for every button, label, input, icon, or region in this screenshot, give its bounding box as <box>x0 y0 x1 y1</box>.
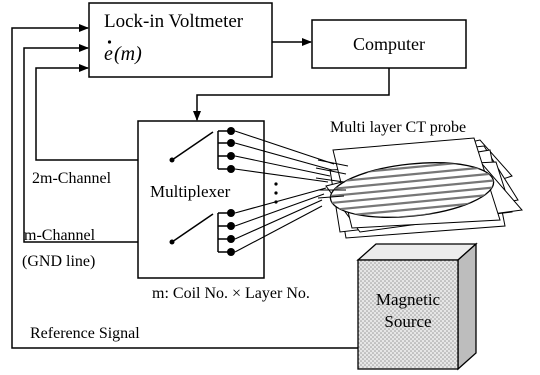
2m-channel-label: 2m-Channel <box>32 170 112 187</box>
upper-switch <box>171 131 214 161</box>
derivative-dot <box>107 40 112 44</box>
lower-switch <box>171 213 214 243</box>
magnetic-source-side <box>457 242 477 371</box>
2m-channel-line <box>35 64 173 161</box>
ellipsis-dot <box>274 191 278 195</box>
multiplexer-title: Multiplexer <box>150 182 231 201</box>
reference-signal-label: Reference Signal <box>30 325 140 342</box>
upper-switch-pivot <box>169 157 175 163</box>
lockin-formula-main: e <box>104 43 113 65</box>
lockin-formula-arg: (m) <box>114 43 142 65</box>
upper-terminal-node <box>227 127 235 135</box>
reference-signal-line <box>11 24 358 349</box>
lower-switch-pivot <box>169 239 175 245</box>
lockin-title: Lock-in Voltmeter <box>104 11 244 32</box>
magnetic-source-top <box>356 243 478 261</box>
upper-terminal-node <box>227 152 235 160</box>
computer-block <box>311 19 467 69</box>
magnetic-source-line2: Source <box>384 312 431 331</box>
upper-terminal-node <box>227 139 235 147</box>
magnetic-source-line1: Magnetic <box>376 290 441 309</box>
computer-title: Computer <box>353 34 425 54</box>
lower-terminal-node <box>227 248 235 256</box>
lower-terminal-node <box>227 235 235 243</box>
m-channel-label: m-Channel <box>24 227 96 244</box>
m-channel-line <box>23 44 173 243</box>
lower-terminal-node <box>227 222 235 230</box>
multiplexer-block <box>137 120 265 279</box>
magnetic-source-block <box>357 259 459 370</box>
upper-terminal-node <box>227 165 235 173</box>
probe-leads <box>234 130 349 253</box>
lockin-block <box>88 2 273 78</box>
ellipsis-dot <box>274 182 278 186</box>
gnd-line-label: (GND line) <box>22 253 95 270</box>
computer-to-mux-line <box>193 68 390 121</box>
lower-terminal-node <box>227 209 235 217</box>
probe-label: Multi layer CT probe <box>330 119 466 136</box>
coil-formula-label: m: Coil No. × Layer No. <box>152 285 310 302</box>
